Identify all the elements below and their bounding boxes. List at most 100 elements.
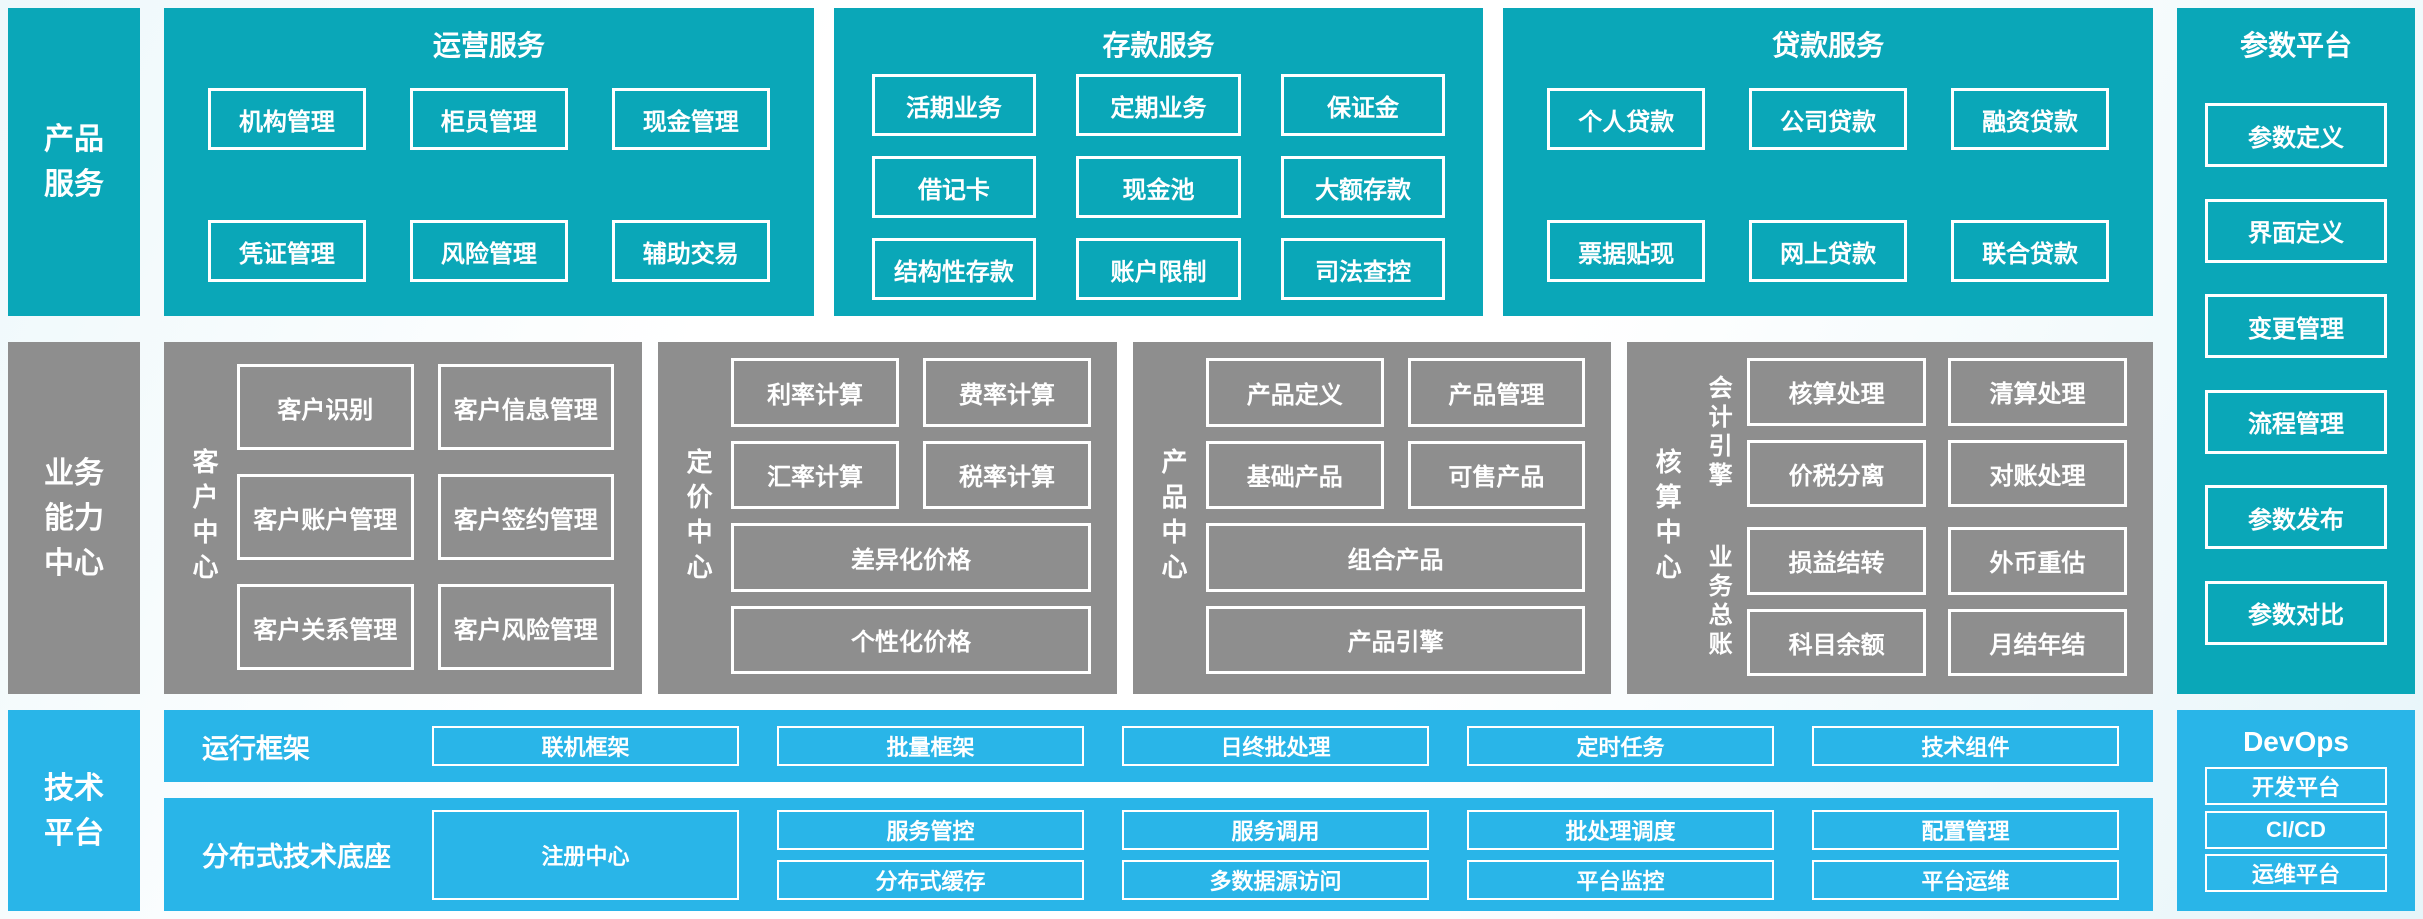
module-box: 定期业务 [1076, 74, 1241, 136]
module-box: 费率计算 [923, 358, 1092, 427]
sidebar-product-services: 产品 服务 [8, 8, 140, 316]
module-box: 可售产品 [1407, 440, 1586, 509]
vertical-label-accounting-center: 核算中心 [1652, 448, 1683, 588]
sidebar-business-capability-center: 业务 能力 中心 [8, 342, 140, 694]
panel-title-devops: DevOps [2243, 726, 2349, 757]
module-box: 产品引擎 [1206, 605, 1586, 674]
accounting-engine-boxes: 核算处理 清算处理 价税分离 对账处理 [1747, 358, 2127, 507]
module-box: 公司贷款 [1749, 88, 1908, 150]
runtime-framework-label: 运行框架 [202, 733, 310, 764]
module-box: 基础产品 [1206, 440, 1384, 509]
operations-boxes: 机构管理 柜员管理 现金管理 凭证管理 风险管理 辅助交易 [208, 88, 770, 282]
module-box: 开发平台 [2205, 767, 2387, 806]
panel-title-deposit: 存款服务 [1102, 30, 1215, 61]
module-box: 月结年结 [1948, 608, 2127, 676]
module-box: 客户关系管理 [237, 584, 414, 670]
module-box: 核算处理 [1747, 358, 1927, 426]
panel-runtime-framework: 运行框架 联机框架 批量框架 日终批处理 定时任务 技术组件 [164, 710, 2153, 782]
panel-title-operations: 运营服务 [432, 30, 545, 61]
module-box: 分布式缓存 [777, 859, 1084, 900]
panel-distributed-tech-base: 分布式技术底座 注册中心 服务管控 分布式缓存 服务调用 多数据源访问 批处理调… [164, 798, 2153, 911]
module-box: 机构管理 [208, 88, 366, 150]
product-services-row: 运营服务 机构管理 柜员管理 现金管理 凭证管理 风险管理 辅助交易 存款服务 … [164, 8, 2154, 316]
module-box: 变更管理 [2205, 294, 2387, 359]
module-box: 保证金 [1280, 74, 1446, 136]
module-box: 服务调用 [1122, 809, 1429, 850]
vertical-label-pricing-center: 定价中心 [683, 448, 714, 588]
module-box: 科目余额 [1747, 608, 1927, 676]
module-box: 客户签约管理 [437, 474, 615, 560]
panel-title-parameter-platform: 参数平台 [2239, 30, 2352, 61]
vertical-label-business-ledger: 业务总账 [1704, 543, 1732, 660]
module-box: 个性化价格 [731, 605, 1092, 674]
module-box: 参数发布 [2205, 485, 2387, 550]
business-ledger-boxes: 损益结转 外币重估 科目余额 月结年结 [1747, 527, 2127, 676]
accounting-groups: 会计引擎 核算处理 清算处理 价税分离 对账处理 业务总账 损益结转 外币重估 … [1690, 358, 2127, 676]
vertical-label-product-center: 产品中心 [1158, 448, 1189, 588]
customer-center-boxes: 客户识别 客户信息管理 客户账户管理 客户签约管理 客户关系管理 客户风险管理 [237, 364, 615, 670]
module-box: 客户信息管理 [437, 364, 615, 450]
module-box: 票据贴现 [1547, 220, 1706, 282]
module-box: 界面定义 [2205, 198, 2387, 263]
module-box: 清算处理 [1948, 358, 2127, 426]
module-box: 联机框架 [432, 726, 739, 766]
module-box: 现金池 [1076, 156, 1241, 218]
vertical-label-customer-center: 客户中心 [189, 448, 219, 588]
module-box: 损益结转 [1747, 527, 1927, 595]
module-box: 日终批处理 [1122, 726, 1429, 766]
parameter-platform-boxes: 参数定义 界面定义 变更管理 流程管理 参数发布 参数对比 [2177, 72, 2415, 676]
runtime-framework-boxes: 联机框架 批量框架 日终批处理 定时任务 技术组件 [432, 726, 2119, 766]
panel-operations-services: 运营服务 机构管理 柜员管理 现金管理 凭证管理 风险管理 辅助交易 [164, 8, 814, 316]
module-box: 注册中心 [432, 809, 739, 900]
module-box: 产品管理 [1407, 358, 1586, 427]
deposit-boxes: 活期业务 定期业务 保证金 借记卡 现金池 大额存款 结构性存款 账户限制 司法… [871, 74, 1446, 300]
distributed-tech-boxes: 注册中心 服务管控 分布式缓存 服务调用 多数据源访问 批处理调度 平台监控 配… [432, 809, 2119, 900]
module-box: 配置管理 [1812, 809, 2119, 850]
module-box: 流程管理 [2205, 389, 2387, 454]
module-box: 技术组件 [1812, 726, 2119, 766]
module-box: 客户风险管理 [437, 584, 615, 670]
module-box: 借记卡 [871, 156, 1037, 218]
vertical-label-accounting-engine: 会计引擎 [1704, 374, 1732, 491]
module-box: 大额存款 [1280, 156, 1446, 218]
module-box: 辅助交易 [611, 220, 770, 282]
module-box: CI/CD [2205, 810, 2387, 849]
module-box: 产品定义 [1206, 358, 1384, 427]
module-box: 个人贷款 [1547, 88, 1706, 150]
panel-deposit-services: 存款服务 活期业务 定期业务 保证金 借记卡 现金池 大额存款 结构性存款 账户… [833, 8, 1484, 316]
accounting-group-ledger: 业务总账 损益结转 外币重估 科目余额 月结年结 [1690, 527, 2127, 676]
module-box: 司法查控 [1280, 238, 1446, 300]
distributed-tech-base-label: 分布式技术底座 [202, 842, 391, 872]
devops-boxes: 开发平台 CI/CD 运维平台 [2177, 762, 2415, 897]
panel-product-center: 产品中心 产品定义 产品管理 基础产品 可售产品 组合产品 产品引擎 [1133, 342, 1612, 694]
module-box: 价税分离 [1747, 439, 1927, 507]
module-box: 批量框架 [777, 726, 1084, 766]
module-box: 外币重估 [1948, 527, 2127, 595]
business-capability-row: 客户中心 客户识别 客户信息管理 客户账户管理 客户签约管理 客户关系管理 客户… [164, 342, 2153, 694]
panel-customer-center: 客户中心 客户识别 客户信息管理 客户账户管理 客户签约管理 客户关系管理 客户… [164, 342, 643, 694]
module-box: 税率计算 [923, 440, 1092, 509]
module-box: 参数对比 [2205, 580, 2387, 645]
panel-loan-services: 贷款服务 个人贷款 公司贷款 融资贷款 票据贴现 网上贷款 联合贷款 [1503, 8, 2154, 316]
panel-pricing-center: 定价中心 利率计算 费率计算 汇率计算 税率计算 差异化价格 个性化价格 [658, 342, 1118, 694]
module-box: 凭证管理 [208, 220, 366, 282]
module-box: 批处理调度 [1467, 809, 1774, 850]
module-box: 客户账户管理 [237, 474, 414, 560]
module-box: 联合贷款 [1951, 220, 2110, 282]
module-box: 参数定义 [2205, 103, 2387, 168]
module-box: 多数据源访问 [1122, 859, 1429, 900]
module-box: 网上贷款 [1749, 220, 1908, 282]
module-box: 柜员管理 [409, 88, 568, 150]
module-box: 平台监控 [1467, 859, 1774, 900]
module-box: 汇率计算 [731, 440, 900, 509]
loan-boxes: 个人贷款 公司贷款 融资贷款 票据贴现 网上贷款 联合贷款 [1547, 88, 2110, 282]
module-box: 客户识别 [237, 364, 414, 450]
module-box: 运维平台 [2205, 853, 2387, 892]
pricing-center-boxes: 利率计算 费率计算 汇率计算 税率计算 差异化价格 个性化价格 [731, 358, 1092, 674]
module-box: 平台运维 [1812, 859, 2119, 900]
accounting-group-engine: 会计引擎 核算处理 清算处理 价税分离 对账处理 [1690, 358, 2127, 507]
module-box: 账户限制 [1076, 238, 1241, 300]
module-box: 融资贷款 [1951, 88, 2110, 150]
panel-parameter-platform: 参数平台 参数定义 界面定义 变更管理 流程管理 参数发布 参数对比 [2177, 8, 2415, 694]
